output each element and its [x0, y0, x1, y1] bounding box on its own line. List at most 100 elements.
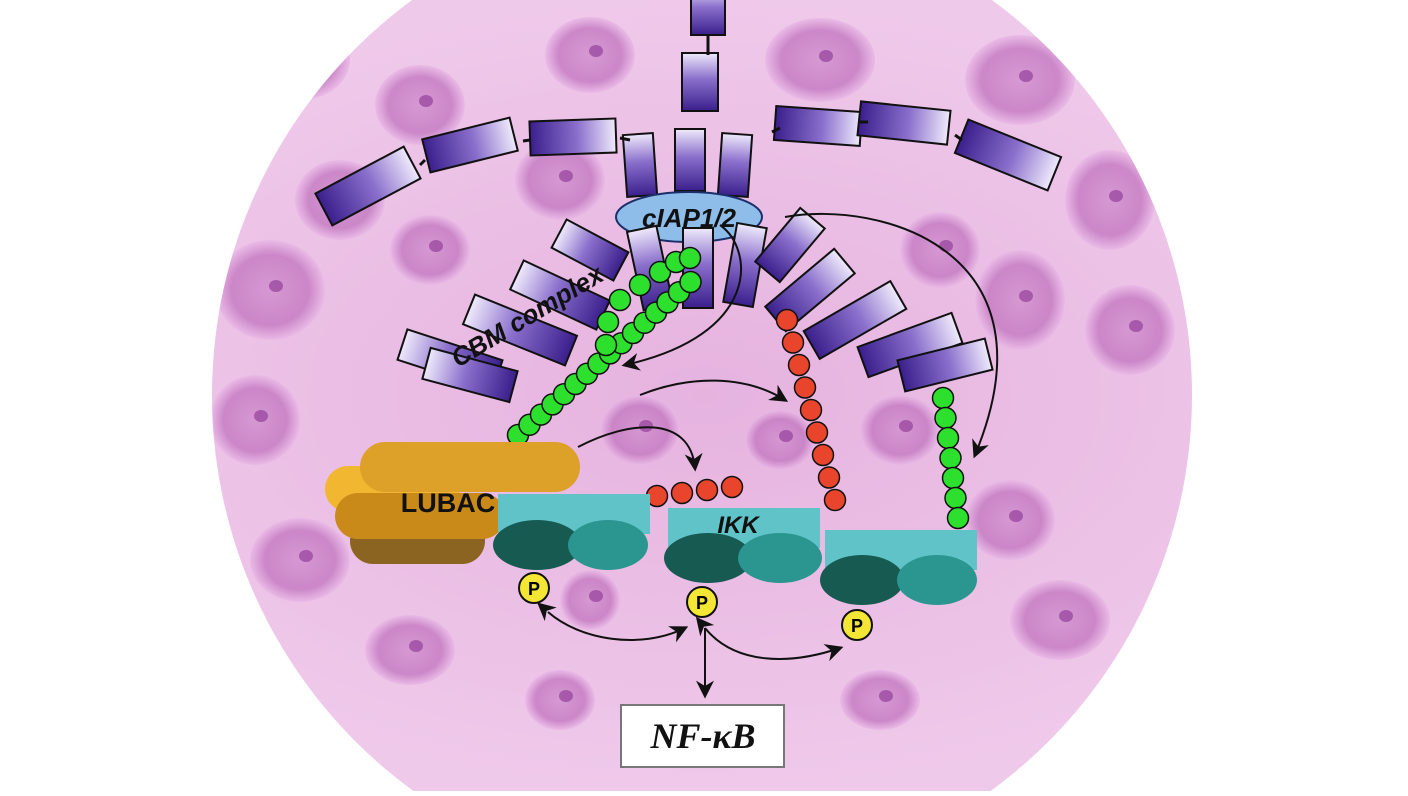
nucleolus-5 — [1019, 70, 1033, 82]
cbm-segment-8 — [953, 118, 1063, 192]
nucleus-9 — [212, 375, 300, 465]
nucleus-18 — [1010, 580, 1110, 660]
linear-ub-chain-3-bead-4 — [939, 446, 962, 470]
nucleus-7 — [215, 240, 325, 340]
linear-ub-chain-2-bead-1 — [594, 333, 618, 357]
nucleus-20 — [525, 670, 595, 730]
fan-segment-3 — [461, 293, 579, 367]
nucleus-21 — [600, 395, 680, 465]
nucleolus-14 — [939, 240, 953, 252]
cbm-segment-1 — [690, 0, 726, 36]
k63-ub-chain-2 — [645, 475, 744, 508]
k63-ub-chain-1-bead-3 — [787, 353, 811, 377]
nucleus-2 — [375, 65, 465, 145]
nucleolus-12 — [1129, 320, 1143, 332]
k63-ub-chain-2-bead-2 — [670, 481, 694, 505]
arrow-ciap-to-ikk3 — [784, 212, 999, 459]
cell-nuclei — [212, 17, 1175, 730]
nucleolus-21 — [639, 420, 653, 432]
nucleolus-7 — [269, 280, 283, 292]
nucleus-12 — [1085, 285, 1175, 375]
cbm-filaments — [314, 0, 1063, 227]
cbm-segment-9 — [621, 131, 659, 199]
linear-ub-chain-3-bead-1 — [931, 386, 955, 410]
ikk-complex-1 — [493, 494, 650, 570]
cbm-segment-5 — [528, 117, 618, 157]
nucleolus-20 — [559, 690, 573, 702]
phosphate-2: P — [686, 586, 718, 618]
nucleolus-2 — [419, 95, 433, 107]
fan-segment-11 — [802, 279, 908, 361]
nucleolus-17 — [1009, 510, 1023, 522]
nucleus-5 — [965, 35, 1075, 125]
nucleus-3 — [545, 17, 635, 93]
nucleolus-22 — [779, 430, 793, 442]
k63-ub-chain-1-bead-6 — [805, 421, 829, 444]
linear-ub-chain-3-bead-5 — [941, 466, 965, 490]
phosphate-1: P — [518, 572, 550, 604]
ikk-label: IKK — [717, 512, 760, 539]
linear-ub-chain-3-bead-2 — [934, 406, 957, 430]
nucleus-15 — [250, 518, 350, 602]
nfkb-box: NF-κB — [620, 704, 785, 768]
fan-segment-13 — [896, 337, 994, 393]
nucleus-1 — [250, 20, 350, 100]
k63-ub-chain-1-bead-8 — [817, 466, 841, 489]
k63-ub-chain-1-bead-7 — [811, 443, 835, 467]
nucleolus-16 — [409, 640, 423, 652]
lubac-complex: LUBAC — [325, 442, 580, 564]
linear-ub-chain-3-bead-7 — [946, 506, 970, 530]
cbm-segment-3 — [314, 145, 422, 227]
nucleus-23 — [860, 395, 940, 465]
fan-segment-5 — [421, 346, 519, 404]
cbm-linker-2 — [418, 158, 427, 167]
nucleus-24 — [560, 570, 620, 630]
cbm-segment-6 — [772, 104, 864, 148]
linear-ub-chain-3-bead-6 — [944, 486, 967, 510]
linear-ub-chain-3-bead-3 — [936, 426, 960, 450]
nucleus-4 — [765, 18, 875, 102]
nucleus-6 — [1065, 150, 1155, 250]
linear-ub-chain-1-bead-16 — [679, 270, 702, 294]
cbm-segment-2 — [681, 52, 719, 112]
linear-ub-chain-2-bead-4 — [628, 273, 652, 297]
fan-segment-9 — [753, 206, 827, 284]
nucleus-14 — [900, 212, 980, 288]
k63-ub-chain-2-bead-3 — [695, 478, 719, 502]
nucleolus-18 — [1059, 610, 1073, 622]
nucleus-11 — [975, 250, 1065, 350]
nucleus-22 — [745, 410, 815, 470]
k63-ub-chain-1 — [775, 308, 847, 512]
nucleus-19 — [840, 670, 920, 730]
k63-ub-chain-2-bead-4 — [720, 475, 744, 499]
arrow-p2-p3 — [695, 616, 844, 662]
k63-ub-chain-1-bead-5 — [799, 398, 823, 422]
k63-ub-chain-1-bead-1 — [775, 308, 799, 332]
ubiquitin-chains — [506, 246, 970, 530]
linear-ub-chain-3 — [931, 386, 970, 530]
ikk-complex-2: IKK — [664, 508, 822, 583]
cbm-linker-4 — [619, 136, 631, 142]
nucleolus-1 — [299, 50, 313, 62]
nucleolus-3 — [589, 45, 603, 57]
nucleolus-15 — [299, 550, 313, 562]
nucleolus-6 — [1109, 190, 1123, 202]
ikk-complexes: IKK — [493, 494, 977, 605]
linear-ub-chain-2-bead-5 — [648, 260, 672, 284]
arrow-lubac-to-ikk — [577, 426, 703, 472]
nucleolus-11 — [1019, 290, 1033, 302]
nucleolus-24 — [589, 590, 603, 602]
k63-ub-chain-1-bead-2 — [781, 331, 805, 354]
arrow-ciap-to-cbm — [621, 224, 743, 371]
arrow-p1-p2 — [537, 602, 689, 643]
phosphate-label-2: P — [696, 593, 708, 613]
nucleolus-23 — [899, 420, 913, 432]
phosphate-label-1: P — [528, 579, 540, 599]
linear-ub-chain-2 — [594, 246, 702, 357]
nucleus-17 — [965, 480, 1055, 560]
nucleolus-19 — [879, 690, 893, 702]
cbm-segment-11 — [716, 131, 754, 199]
linear-ub-chain-2-bead-2 — [596, 310, 620, 334]
